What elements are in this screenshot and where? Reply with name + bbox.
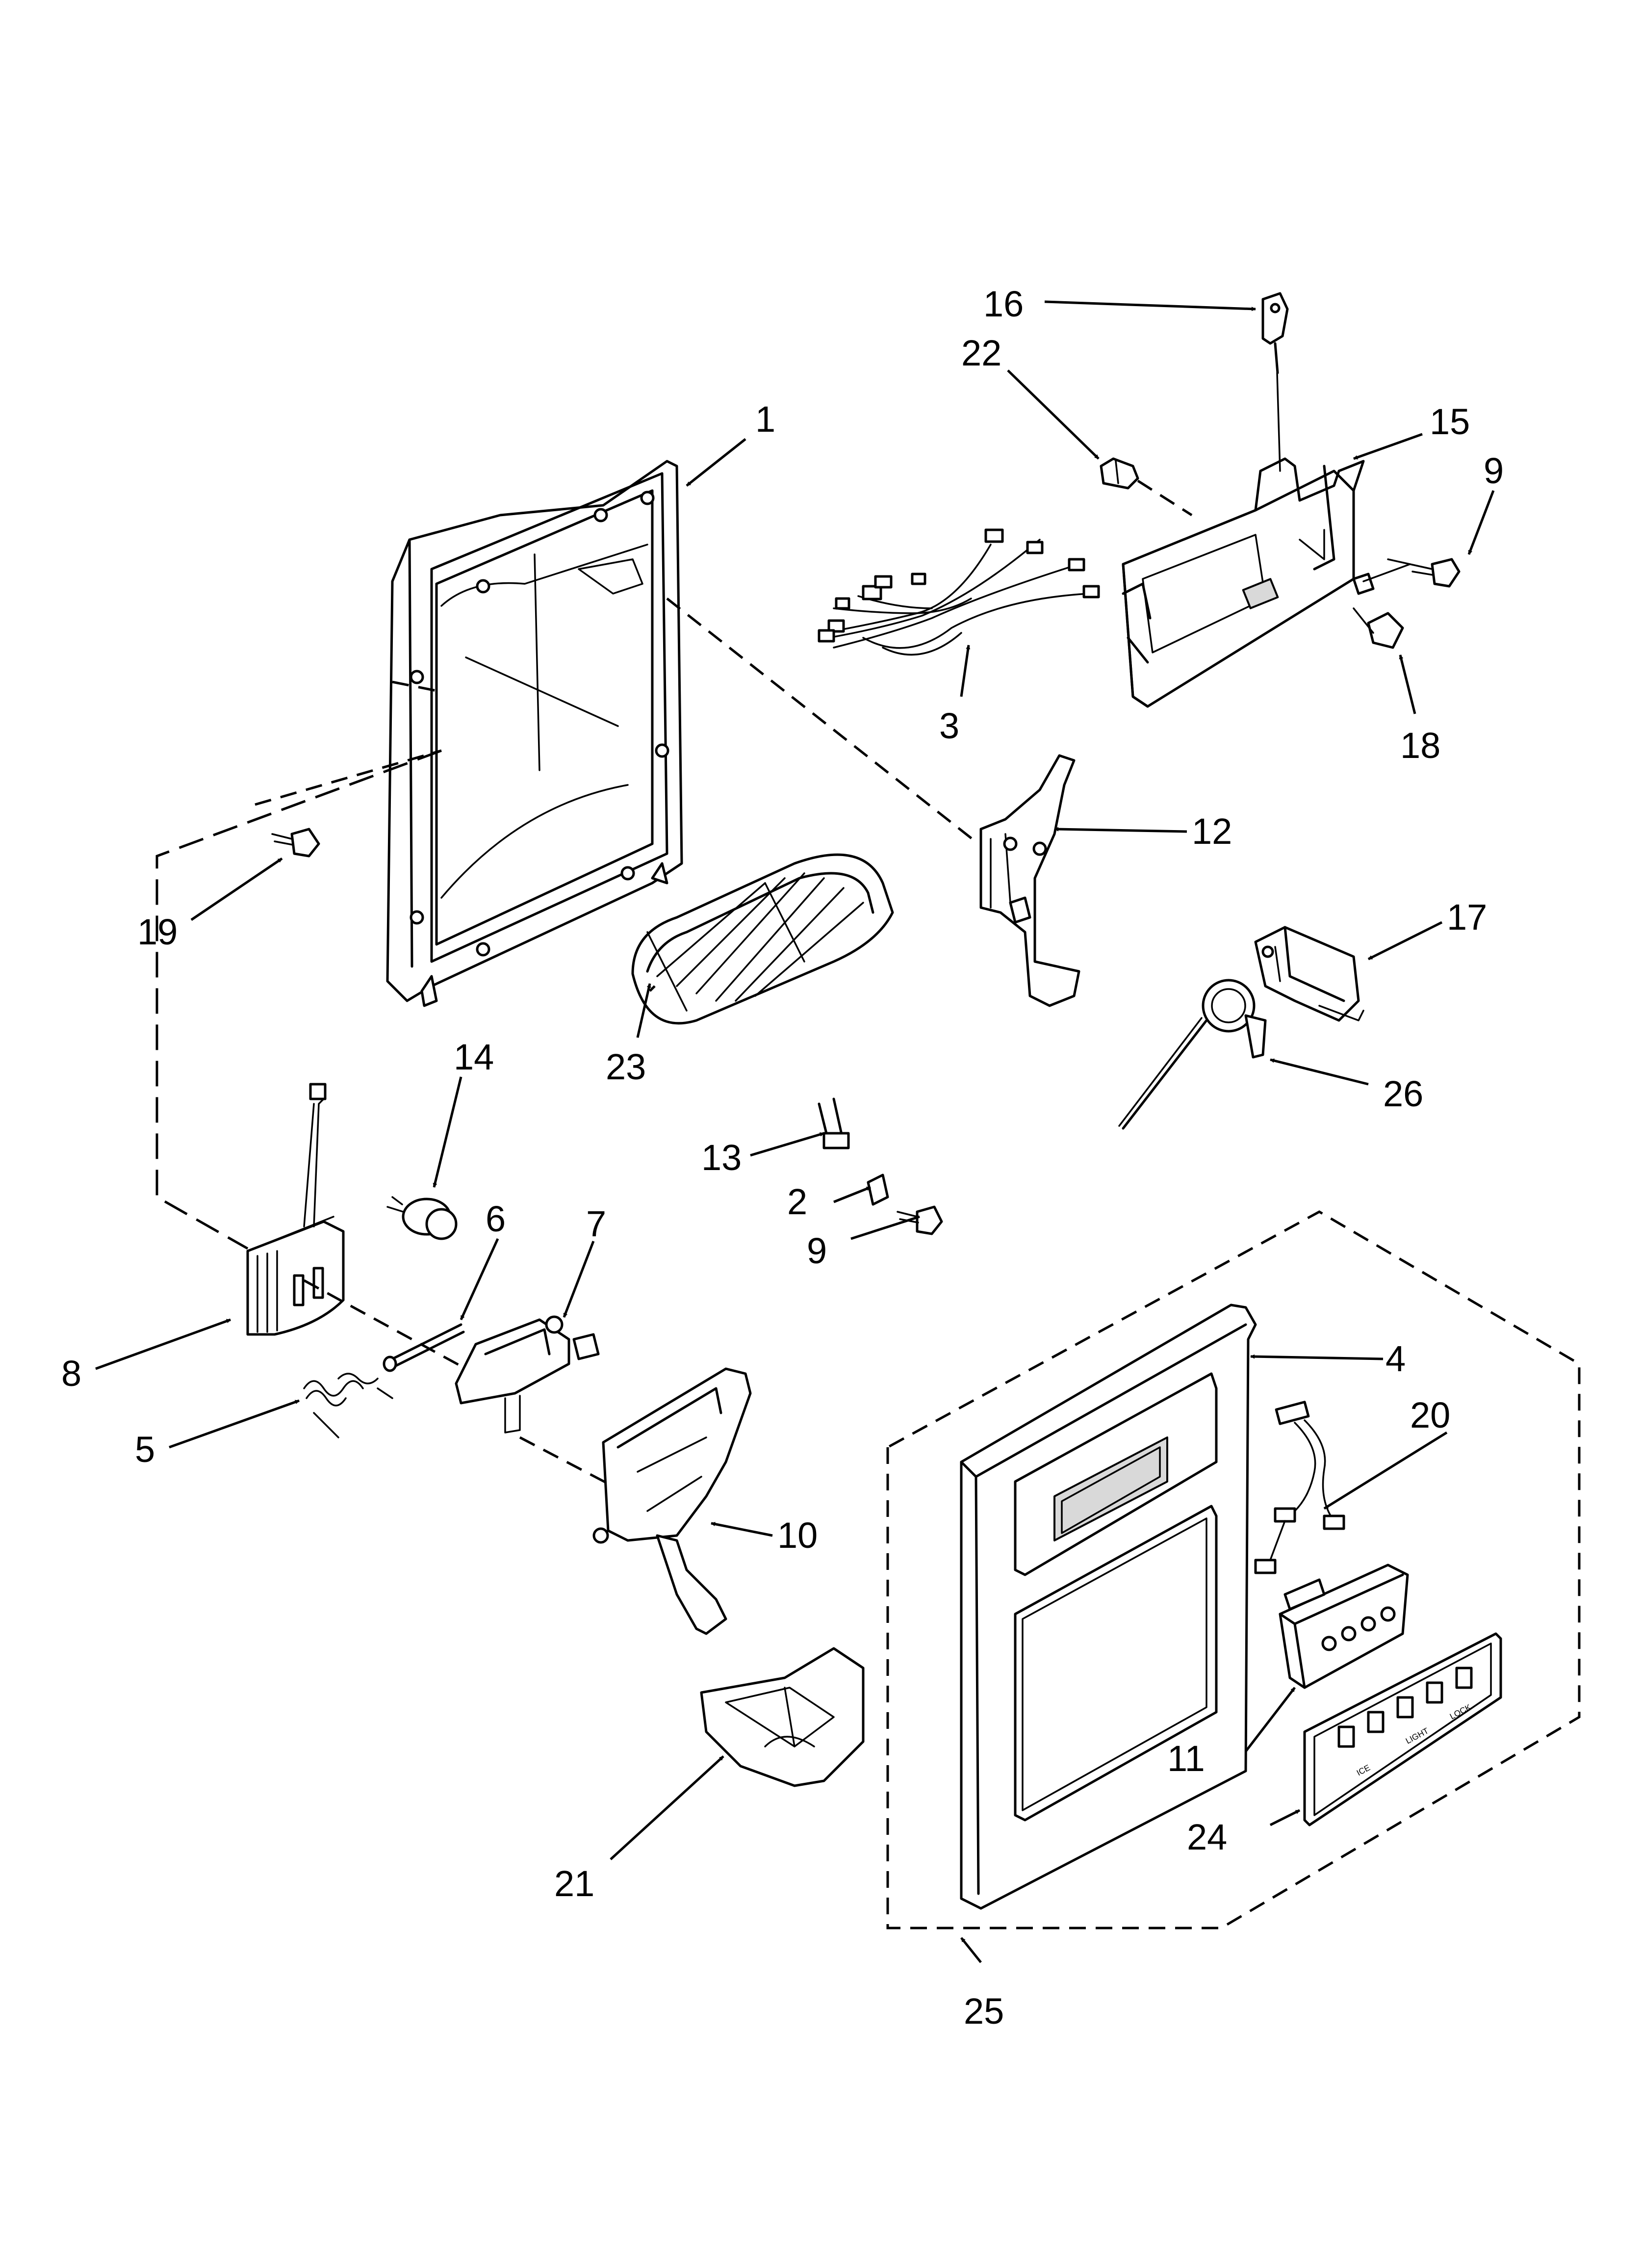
part-19-screw — [271, 828, 320, 858]
part-3-wire-harness — [818, 528, 1100, 656]
part-11-control-board — [1279, 1564, 1409, 1689]
part-9-screw-top — [1409, 558, 1461, 588]
callout-9-middle: 9 — [807, 1230, 827, 1271]
callout-22: 22 — [961, 333, 1001, 373]
callout-14: 14 — [454, 1037, 494, 1077]
part-17-bracket — [1254, 926, 1364, 1022]
leader-lines — [95, 300, 1495, 1963]
part-5-springs — [303, 1373, 393, 1438]
callout-3: 3 — [939, 705, 959, 746]
callout-17: 17 — [1447, 897, 1487, 938]
callout-23: 23 — [606, 1046, 646, 1087]
part-23-ice-chute-grille — [631, 853, 894, 1025]
part-13-clip — [818, 1097, 850, 1149]
part-14-motor — [386, 1196, 458, 1240]
callout-1: 1 — [755, 399, 775, 440]
callout-19: 19 — [137, 912, 178, 952]
part-20-small-harness — [1254, 1401, 1345, 1574]
callout-6: 6 — [486, 1199, 506, 1239]
callout-26: 26 — [1383, 1073, 1423, 1114]
callout-15: 15 — [1430, 401, 1470, 442]
callout-10: 10 — [777, 1515, 818, 1556]
callout-11: 11 — [1167, 1738, 1205, 1779]
part-1-dispenser-housing — [386, 460, 683, 1007]
part-15-control-housing — [1122, 457, 1375, 708]
part-9-screw-middle — [897, 1205, 943, 1235]
callout-8: 8 — [61, 1353, 81, 1394]
part-8-solenoid — [246, 1083, 345, 1336]
part-18-lamp-socket — [1353, 607, 1404, 649]
callout-21: 21 — [554, 1863, 594, 1904]
part-7-actuator — [455, 1315, 600, 1434]
callout-16: 16 — [983, 284, 1024, 324]
callout-20: 20 — [1410, 1395, 1450, 1435]
callout-4: 4 — [1385, 1338, 1406, 1379]
part-6-pivot-rod — [383, 1323, 465, 1372]
callout-7: 7 — [586, 1203, 606, 1244]
part-4-front-panel — [960, 1303, 1257, 1910]
callout-2: 2 — [787, 1181, 807, 1222]
callout-5: 5 — [135, 1429, 155, 1470]
callout-labels: 1 2 3 4 5 6 7 8 9 9 10 11 12 13 14 15 16… — [61, 284, 1504, 2032]
part-21-ice-chute — [700, 1647, 865, 1787]
callout-24: 24 — [1187, 1817, 1227, 1857]
callout-9-top: 9 — [1484, 450, 1504, 491]
part-10-water-lever — [592, 1367, 752, 1635]
part-26-thermostat — [1118, 979, 1267, 1130]
part-12-ice-lever — [979, 754, 1080, 1007]
part-16-switch — [1261, 292, 1289, 472]
callout-12: 12 — [1192, 811, 1232, 852]
callout-18: 18 — [1400, 725, 1440, 766]
part-2-plate — [867, 1173, 889, 1206]
part-22-bulb — [1100, 457, 1139, 490]
callout-25: 25 — [964, 1991, 1004, 2032]
part-25-outline — [886, 1210, 1581, 1929]
part-24-control-overlay: ICE LIGHT LOCK — [1303, 1632, 1502, 1826]
callout-13: 13 — [701, 1137, 742, 1178]
